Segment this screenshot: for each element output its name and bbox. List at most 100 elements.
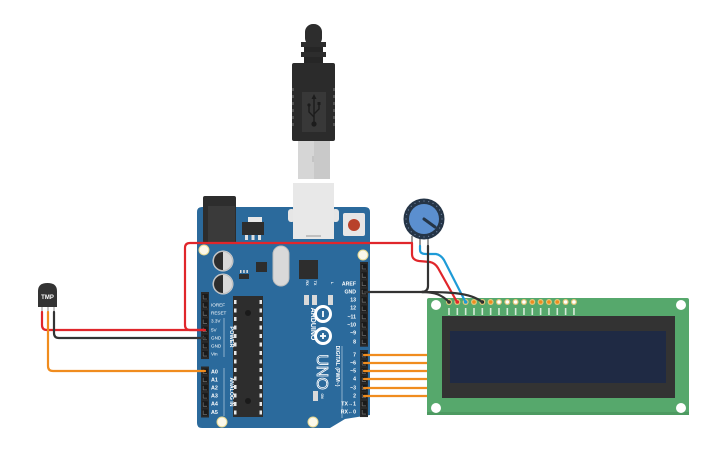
digital-header-lower[interactable] [360,350,368,418]
wire-sensor-a0[interactable] [46,310,207,373]
chip-pin [234,351,237,355]
header-pin[interactable] [202,393,208,400]
lcd-pin[interactable] [537,299,544,315]
pin-label-gnd: GND [344,290,356,296]
crystal-oscillator [272,245,290,287]
header-pin[interactable] [361,409,367,416]
potentiometer-tick [440,213,442,215]
reset-button-cap[interactable] [348,219,360,231]
usb-plug-tip [305,24,322,46]
potentiometer-tick [414,202,416,205]
wire-5v-potentiometer[interactable] [183,241,414,332]
pin-label-d11: ~11 [347,315,356,321]
regulator-tab [248,217,262,223]
header-pin[interactable] [361,400,367,407]
wire-lcd-rw[interactable] [420,290,484,304]
lcd-pin-row[interactable] [446,299,577,315]
dc-power-jack-body [208,206,235,242]
header-pin[interactable] [202,318,208,325]
chip-pin [259,376,262,381]
header-pin[interactable] [202,310,208,317]
usb-cable[interactable] [292,24,335,179]
pin-label-d5: ~5 [350,369,356,375]
header-pin[interactable] [202,401,208,408]
digital-header-upper[interactable] [360,262,368,347]
wire-potentiometer-lcd-vcc[interactable] [410,244,459,304]
arduino-uno[interactable]: RX TX L ON ARDUINO UNO POWER ANALOG [197,183,370,428]
lcd-pin[interactable] [545,299,552,315]
chip-pin [259,342,262,347]
lcd-pin[interactable] [570,299,577,315]
sensor-body[interactable] [38,283,57,307]
header-pin[interactable] [361,305,367,312]
lcd-pin[interactable] [470,299,477,315]
voltage-regulator [242,222,264,235]
header-pin[interactable] [202,409,208,416]
header-pin[interactable] [361,322,367,329]
header-pin[interactable] [361,313,367,320]
chip-pin [259,300,262,304]
potentiometer-tick [428,201,430,203]
potentiometer-tick [432,233,434,236]
header-pin[interactable] [361,297,367,304]
pin-label-reset: RESET [211,311,227,316]
header-pin[interactable] [202,294,208,300]
lcd-pin-label-mark [523,308,525,315]
potentiometer-tick [423,200,425,202]
potentiometer-tick [418,235,420,237]
usb-symbol-icon [307,94,321,127]
power-header[interactable] [201,292,209,360]
header-pin[interactable] [361,338,367,345]
header-strip [201,366,209,418]
pin-label-a2: A2 [211,386,218,392]
lcd-pin[interactable] [562,299,569,315]
header-pin[interactable] [202,376,208,383]
chip-pin [259,402,262,406]
rx-led [304,295,309,305]
header-strip [360,262,368,347]
pin-label-5v: 5V [211,328,218,333]
header-pin[interactable] [361,264,367,270]
chip-pin [259,368,262,372]
lcd-pin[interactable] [495,299,502,315]
header-pin[interactable] [202,302,208,309]
header-pin[interactable] [202,342,208,349]
lcd-pin[interactable] [520,299,527,315]
lcd-pin[interactable] [487,299,494,315]
potentiometer-tick [438,209,441,211]
lcd-pin-label-mark [489,308,492,315]
wire-potentiometer-lcd-v0[interactable] [418,244,467,304]
lcd-mounting-holes [431,300,686,413]
lcd-pin[interactable] [529,299,536,315]
lcd-pin[interactable] [554,299,561,315]
chip-pin [259,351,262,355]
potentiometer[interactable] [403,198,445,247]
header-pin[interactable] [361,330,367,337]
arduino-logo-icon [314,305,332,345]
on-led [313,391,318,401]
chip-pin [234,410,237,415]
wire-sensor-gnd[interactable] [52,310,207,340]
header-pin[interactable] [361,280,367,287]
analog-header[interactable] [201,366,209,418]
potentiometer-tick [436,205,438,207]
potentiometer-tick [440,223,442,225]
wires[interactable] [40,241,484,373]
usb-interface-chip [299,260,318,279]
lcd-pin-label-mark [539,308,542,315]
usb-port[interactable] [293,183,334,239]
header-pin[interactable] [361,272,367,279]
arduino-brand-text: ARDUINO [309,308,316,341]
lcd-16x2[interactable] [427,298,689,415]
pin-label-gnd: GND [211,336,222,341]
lcd-pin[interactable] [504,299,511,315]
potentiometer-tick [423,236,425,238]
chip-pin [259,308,262,313]
header-pin[interactable] [202,384,208,391]
pin-label-a0: A0 [211,370,218,376]
chip-pin [234,300,237,304]
lcd-pin[interactable] [512,299,519,315]
chip-pin [259,393,262,398]
header-pin[interactable] [202,351,208,358]
